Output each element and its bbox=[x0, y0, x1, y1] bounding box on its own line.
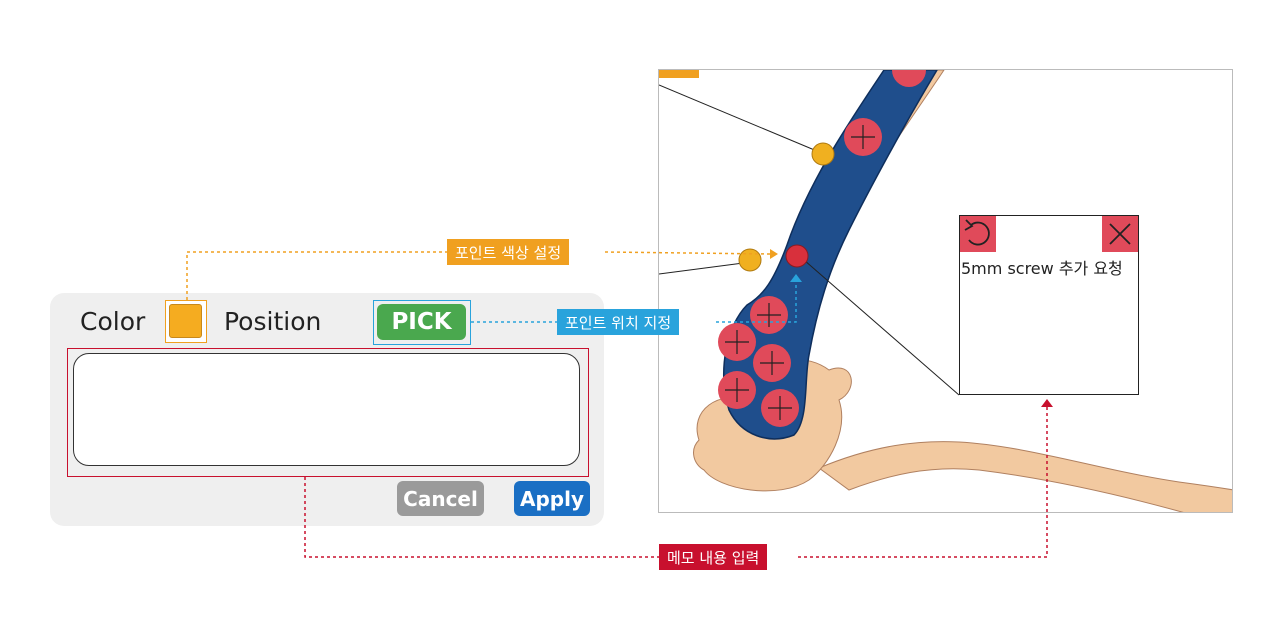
undo-button[interactable] bbox=[960, 216, 996, 252]
leader-line bbox=[659, 84, 825, 155]
pick-button-highlight: PICK bbox=[373, 300, 471, 345]
color-swatch-highlight bbox=[165, 300, 207, 343]
3d-scene bbox=[659, 70, 1232, 512]
selected-point-marker[interactable] bbox=[785, 244, 809, 268]
memo-note-text: 5mm screw 추가 요청 bbox=[961, 259, 1123, 278]
memo-input-highlight bbox=[67, 348, 589, 477]
close-icon bbox=[1109, 223, 1131, 245]
callout-memo-input: 메모 내용 입력 bbox=[659, 544, 768, 570]
color-swatch[interactable] bbox=[169, 304, 202, 338]
leader-line bbox=[659, 261, 752, 275]
memo-input[interactable] bbox=[73, 353, 580, 466]
cancel-button[interactable]: Cancel bbox=[397, 481, 484, 516]
memo-note: 5mm screw 추가 요청 bbox=[959, 215, 1139, 395]
pick-button[interactable]: PICK bbox=[377, 304, 466, 340]
memo-point-marker[interactable] bbox=[738, 248, 762, 272]
color-label: Color bbox=[80, 307, 146, 336]
position-label: Position bbox=[224, 307, 322, 336]
apply-button[interactable]: Apply bbox=[514, 481, 590, 516]
close-button[interactable] bbox=[1102, 216, 1138, 252]
3d-viewport[interactable] bbox=[658, 69, 1233, 513]
callout-color-setting: 포인트 색상 설정 bbox=[447, 239, 570, 265]
corner-tag bbox=[659, 70, 699, 78]
note-leader-line bbox=[803, 259, 960, 396]
screw-group bbox=[718, 70, 926, 427]
collarbone bbox=[817, 441, 1232, 512]
undo-icon bbox=[964, 219, 990, 246]
memo-point-marker[interactable] bbox=[811, 142, 835, 166]
callout-position-pick: 포인트 위치 지정 bbox=[557, 309, 680, 335]
